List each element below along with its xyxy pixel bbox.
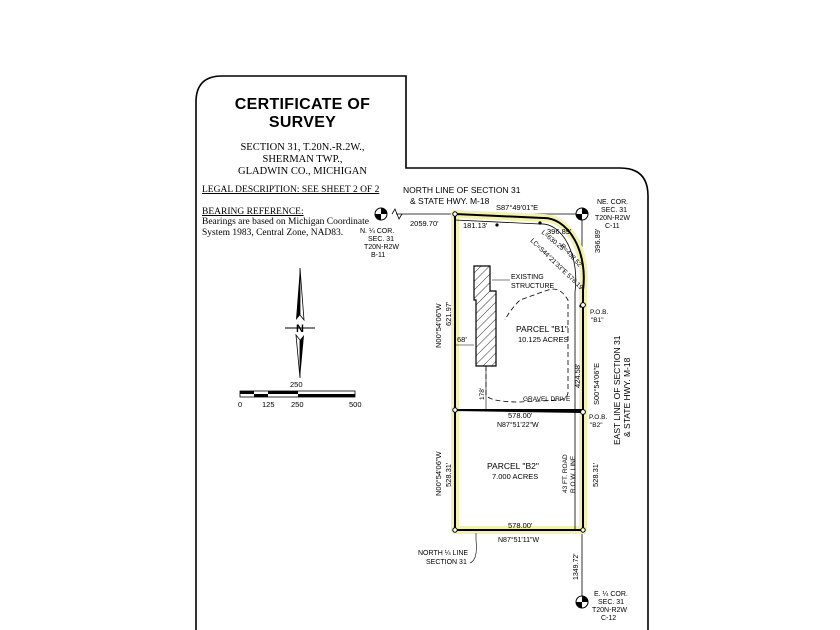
dim-396-top: 396.89' xyxy=(547,227,572,236)
corner-nw-b1 xyxy=(452,211,458,217)
west-b1-bearing: N00°54'06"W xyxy=(434,302,443,348)
n-quarter-label-1: N. ¼ COR. xyxy=(360,228,394,235)
location-line-1: SECTION 31, T.20N.-R.2W., xyxy=(240,142,365,153)
north-quarter-leader xyxy=(469,533,477,564)
dim-181: 181.13' xyxy=(463,221,488,230)
west-b1-dist: 621.97' xyxy=(444,301,453,326)
east-b2-dist: 528.31' xyxy=(591,462,600,487)
north-arrow-icon xyxy=(285,267,315,379)
north-quarter-line-label-1: NORTH ¼ LINE xyxy=(418,550,468,557)
title-block: CERTIFICATE OF SURVEY SECTION 31, T.20N.… xyxy=(200,96,405,239)
south-dist: 578.00' xyxy=(508,521,533,530)
corner-se-b2 xyxy=(580,527,586,533)
sheet-border xyxy=(195,75,649,630)
gravel-drive xyxy=(485,288,569,403)
dim-2059: 2059.70' xyxy=(410,219,439,228)
parcel-b2-area: 7.000 ACRES xyxy=(492,472,538,481)
scale-tick-250: 250 xyxy=(291,400,304,409)
pob-b2-label-1: P.O.B. xyxy=(589,414,608,421)
location-line-3: GLADWIN CO., MICHIGAN xyxy=(238,166,367,177)
row-label-1: 43 FT. ROAD xyxy=(562,454,569,493)
north-bearing: S87°49'01"E xyxy=(496,203,538,212)
location-line-2: SHERMAN TWP., xyxy=(262,154,343,165)
row-line xyxy=(454,219,577,530)
scale-label: 250 xyxy=(290,380,303,389)
east-b1-dist: 424.58' xyxy=(573,363,582,388)
parcel-b1-name: PARCEL "B1" xyxy=(516,324,568,334)
pob-b1-label-2: "B1" xyxy=(591,317,604,324)
west-b2-dist: 528.31' xyxy=(444,462,453,487)
e-quarter-label-3: T20N-R2W xyxy=(592,607,627,614)
mid-dist: 578.00' xyxy=(508,411,533,420)
dim-396-east: 396.89' xyxy=(593,228,602,253)
e-quarter-label-4: C-12 xyxy=(601,615,616,622)
ne-corner-label-4: C-11 xyxy=(605,223,620,230)
existing-structure-label-1: EXISTING xyxy=(511,274,544,281)
parcel-b1-boundary xyxy=(454,212,585,411)
pob-b1-label-1: P.O.B. xyxy=(590,309,609,316)
east-bearing: S00°54'06"E xyxy=(592,363,601,405)
parcel-b2-name: PARCEL "B2" xyxy=(487,461,539,471)
scale-bar xyxy=(239,390,356,398)
scale-tick-125: 125 xyxy=(262,400,275,409)
bearing-reference-line-1: Bearings are based on Michigan Coordinat… xyxy=(202,217,369,227)
corner-sw-b2 xyxy=(452,527,458,533)
north-quarter-line-label-2: SECTION 31 xyxy=(426,559,467,566)
dim-178: 178' xyxy=(479,388,486,400)
n-quarter-label-2: SEC. 31 xyxy=(368,236,394,243)
n-quarter-label-3: T20N-R2W xyxy=(364,244,399,251)
pob-b2-point xyxy=(580,409,586,415)
east-line-label-2: & STATE HWY. M-18 xyxy=(622,357,632,437)
n-quarter-corner-icon xyxy=(374,207,388,221)
west-b2-bearing: N00°54'06"W xyxy=(434,450,443,496)
mid-bearing: N87°51'22"W xyxy=(497,421,539,429)
existing-structure-label-2: STRUCTURE xyxy=(511,283,554,290)
e-quarter-label-2: SEC. 31 xyxy=(598,599,624,606)
gravel-drive-label: GRAVEL DRIVE xyxy=(523,396,571,403)
ne-corner-label-1: NE. COR. xyxy=(597,199,628,206)
legal-description: LEGAL DESCRIPTION: SEE SHEET 2 OF 2 xyxy=(202,185,380,195)
e-quarter-label-1: E. ¼ COR. xyxy=(594,591,628,598)
ne-corner-label-2: SEC. 31 xyxy=(601,207,627,214)
pob-b2-label-2: "B2" xyxy=(590,422,603,429)
pob-b1-point xyxy=(580,302,586,308)
ne-corner-label-3: T20N-R2W xyxy=(595,215,630,222)
scale-tick-500: 500 xyxy=(349,400,362,409)
bearing-reference-title: BEARING REFERENCE: xyxy=(202,207,304,217)
dim-1349: 1349.72' xyxy=(573,553,580,580)
east-line-label-1: EAST LINE OF SECTION 31 xyxy=(612,335,622,445)
north-line-label-1: NORTH LINE OF SECTION 31 xyxy=(403,185,521,195)
north-arrow-label: N xyxy=(296,323,304,335)
monument-pc xyxy=(538,221,542,225)
scale-tick-0: 0 xyxy=(238,400,242,409)
e-quarter-corner-icon xyxy=(575,595,589,609)
ne-corner-icon xyxy=(575,207,589,221)
south-bearing: N87°51'11"W xyxy=(498,536,540,544)
bearing-reference-line-2: System 1983, Central Zone, NAD83. xyxy=(202,228,344,238)
row-label-2: R.O.W. LINE xyxy=(570,455,577,493)
n-quarter-label-4: B-11 xyxy=(371,252,385,259)
corner-w-mid xyxy=(452,407,458,413)
parcel-b1-area: 10.125 ACRES xyxy=(518,335,568,344)
north-line-label-2: & STATE HWY. M-18 xyxy=(410,196,490,206)
monument-181 xyxy=(495,223,499,227)
existing-structure xyxy=(473,265,497,367)
page-title: CERTIFICATE OF SURVEY xyxy=(234,96,371,131)
north-line-break xyxy=(391,208,403,220)
dim-68: 68' xyxy=(457,335,467,344)
